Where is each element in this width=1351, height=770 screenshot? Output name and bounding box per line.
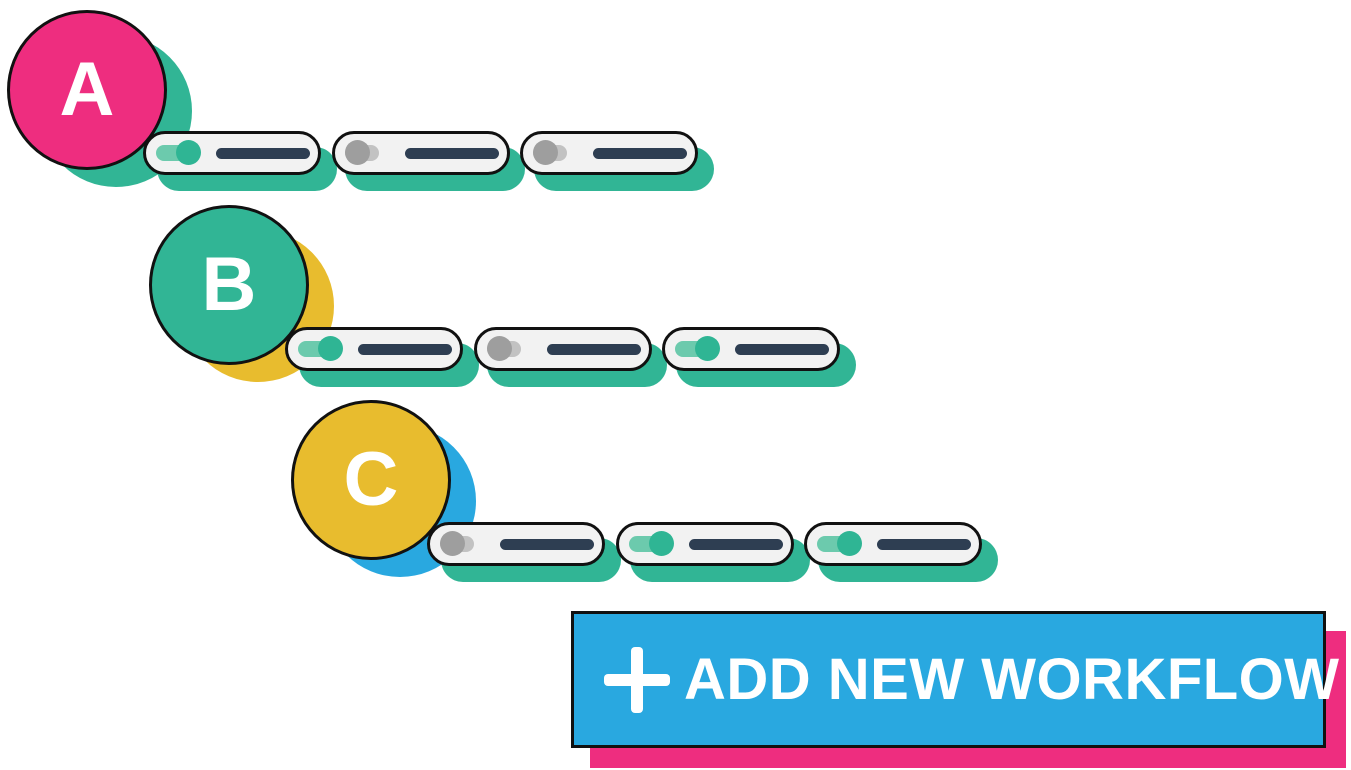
add-new-workflow-label: ADD NEW WORKFLOW [684,646,1340,712]
toggle-knob[interactable] [837,531,862,556]
step-toggle-b-2[interactable] [474,327,652,371]
toggle-knob[interactable] [440,531,465,556]
step-toggle-c-1[interactable] [427,522,605,566]
workflow-avatar-b: B [149,205,309,365]
workflow-avatar-a: A [7,10,167,170]
toggle-knob[interactable] [695,336,720,361]
avatar-letter: B [201,242,257,327]
step-label-placeholder [500,539,594,550]
toggle-knob[interactable] [345,140,370,165]
plus-icon [604,646,670,713]
step-toggle-a-1[interactable] [143,131,321,175]
toggle-knob[interactable] [533,140,558,165]
step-label-placeholder [877,539,971,550]
toggle-knob[interactable] [649,531,674,556]
step-toggle-b-1[interactable] [285,327,463,371]
toggle-knob[interactable] [176,140,201,165]
step-toggle-a-3[interactable] [520,131,698,175]
avatar-letter: C [343,437,399,522]
step-toggle-a-2[interactable] [332,131,510,175]
step-toggle-b-3[interactable] [662,327,840,371]
step-label-placeholder [405,148,499,159]
step-label-placeholder [735,344,829,355]
toggle-knob[interactable] [318,336,343,361]
step-toggle-c-2[interactable] [616,522,794,566]
add-new-workflow-button[interactable]: ADD NEW WORKFLOW [571,611,1339,748]
step-label-placeholder [216,148,310,159]
step-label-placeholder [358,344,452,355]
workflow-avatar-c: C [291,400,451,560]
avatar-letter: A [59,47,115,132]
step-label-placeholder [593,148,687,159]
step-label-placeholder [689,539,783,550]
step-label-placeholder [547,344,641,355]
step-toggle-c-3[interactable] [804,522,982,566]
toggle-knob[interactable] [487,336,512,361]
